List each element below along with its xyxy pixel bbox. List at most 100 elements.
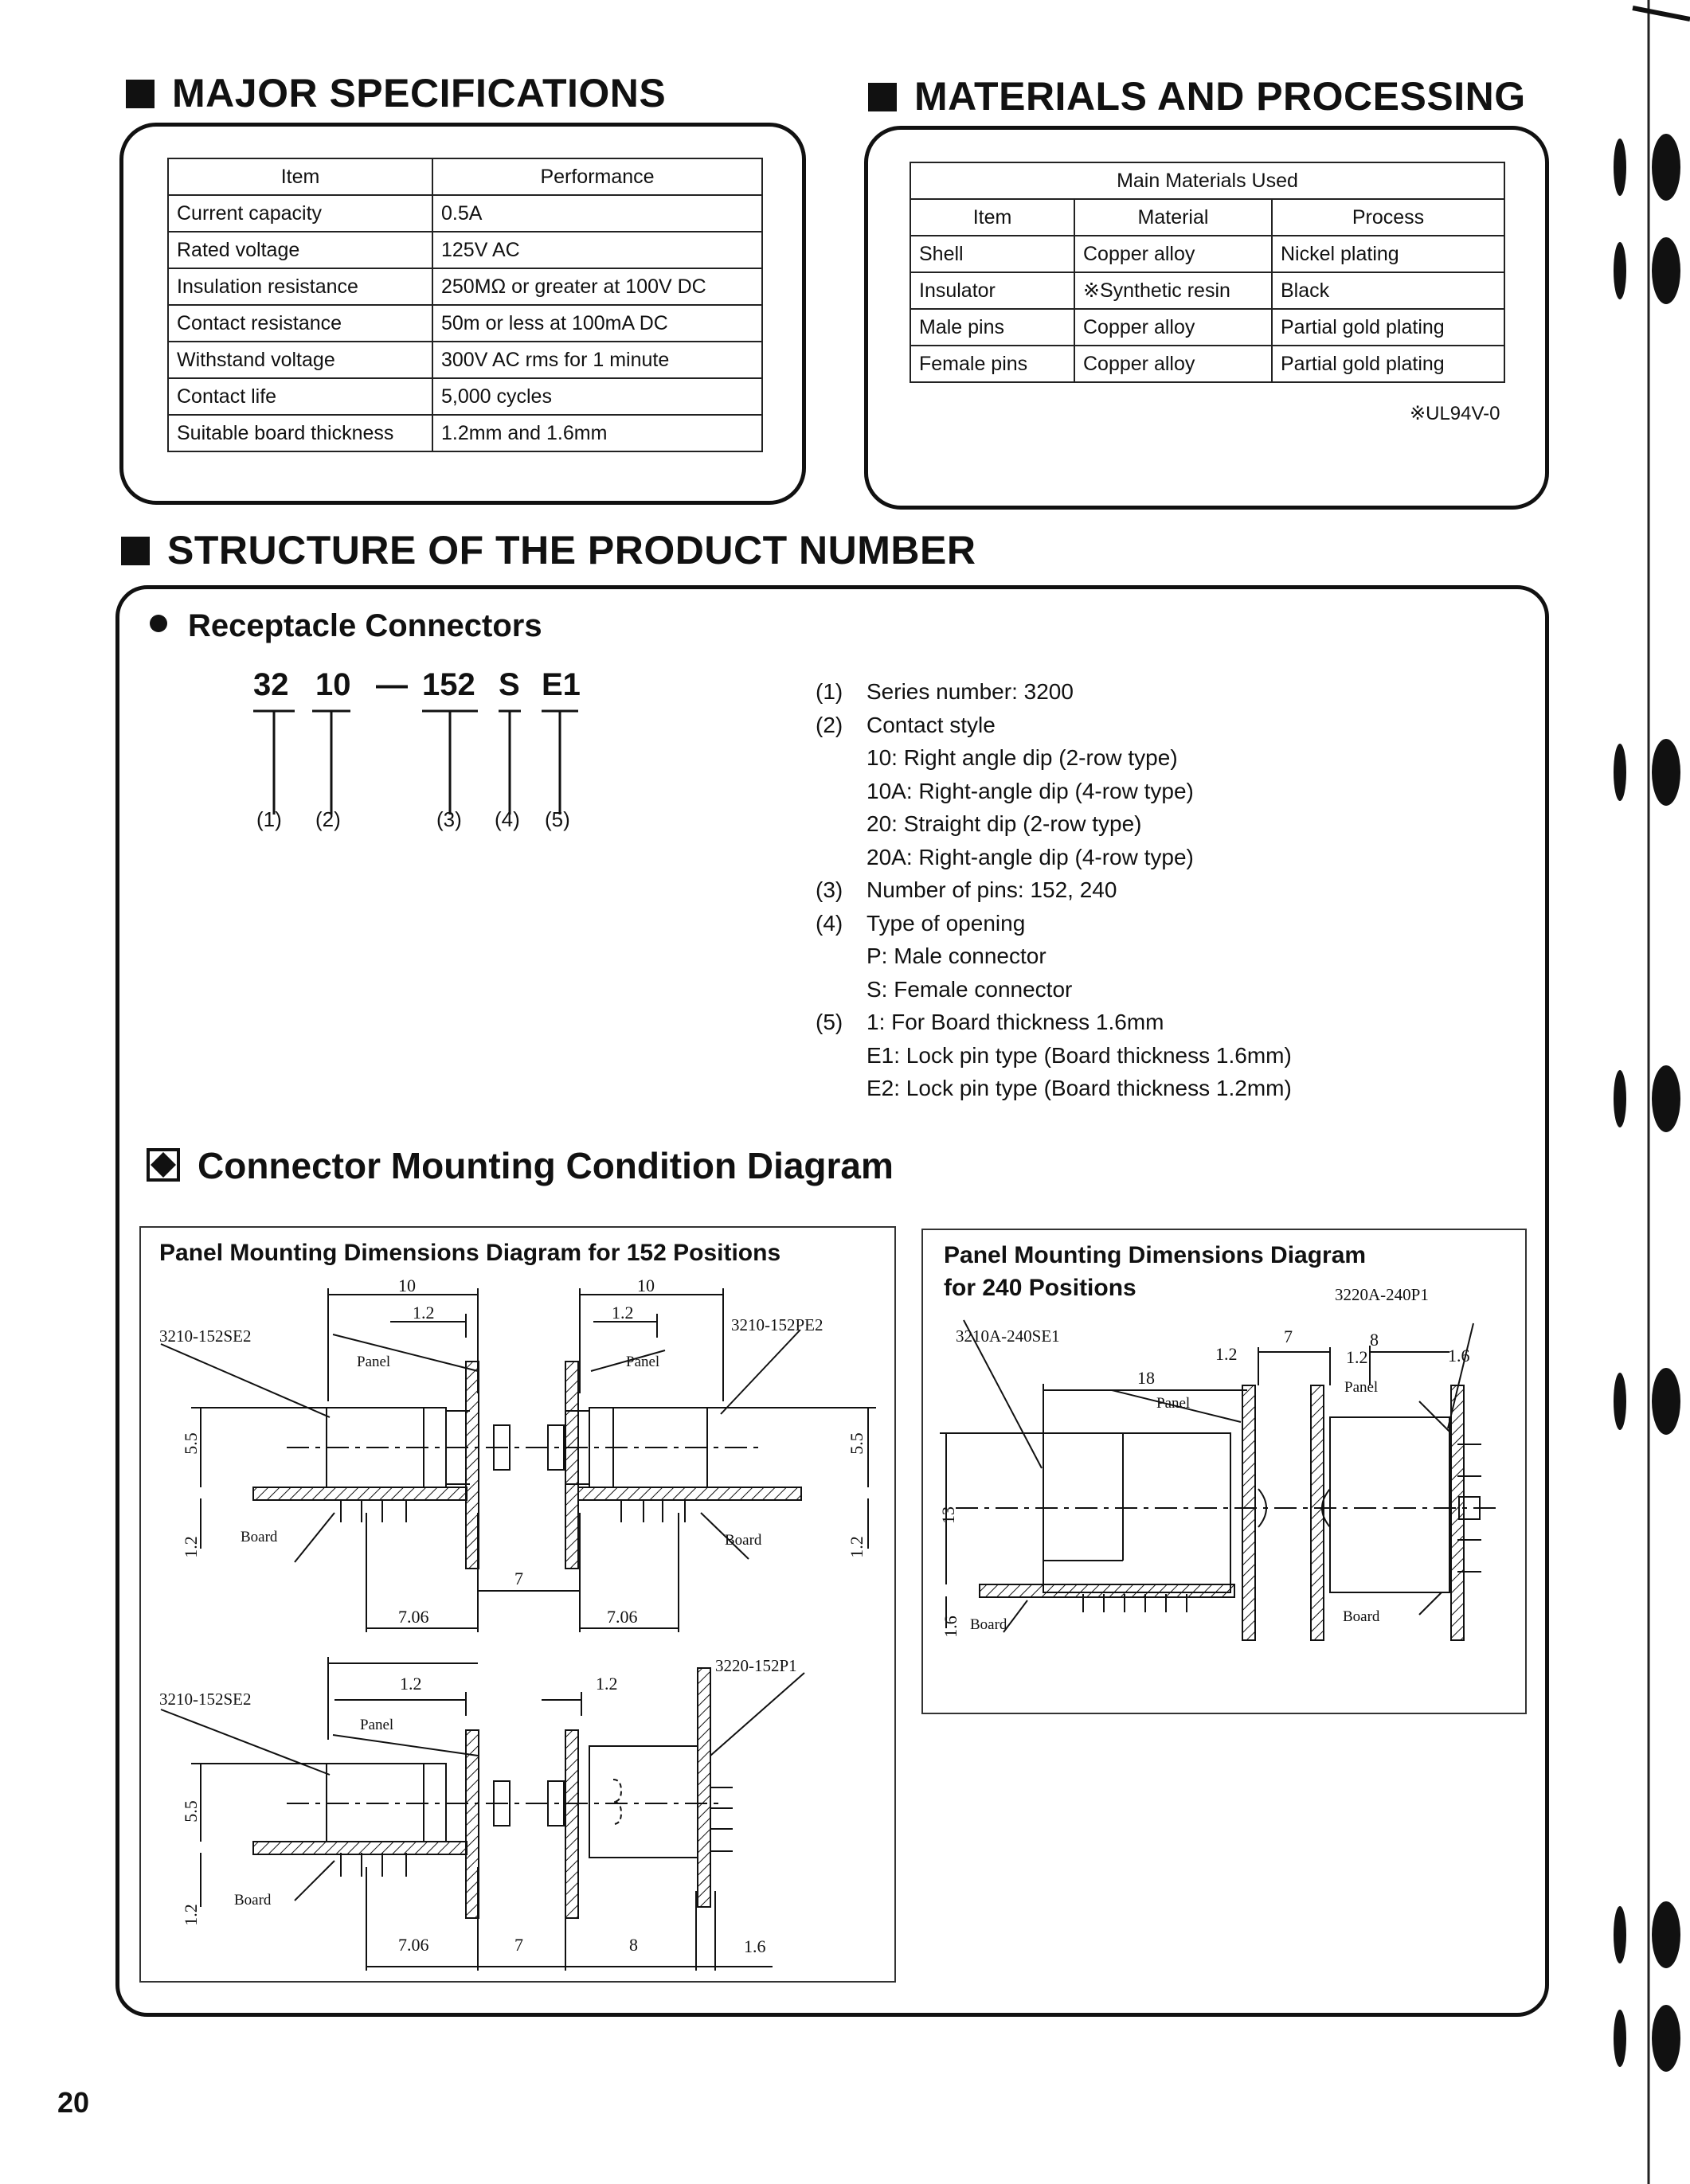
part-label-3210-152SE2: 3210-152SE2 [159,1690,252,1709]
part-label-3220-152P1: 3220-152P1 [715,1656,797,1675]
panel-label: Panel [1344,1379,1379,1396]
dimension-label: 1.2 [596,1674,618,1694]
dimension-label: 7.06 [398,1935,429,1955]
table-header-row: Item Material Process [910,198,1505,236]
index-label: (2) [315,807,341,831]
binder-hole-icon [1652,739,1680,806]
dimension-label: 5.5 [180,1432,201,1455]
product-number-leaders [253,709,578,815]
board-label: Board [241,1529,278,1545]
binder-hole-icon [1652,2005,1680,2072]
structure-box [115,585,1549,2017]
dimension-label: 1.2 [846,1536,867,1558]
diagram-240-title-line2: for 240 Positions [944,1275,1136,1301]
diagram-240-title-line1: Panel Mounting Dimensions Diagram [944,1242,1367,1268]
binder-edge-marks [1614,0,1690,2184]
round-bullet-icon [150,615,167,632]
index-label: (1) [256,807,282,831]
product-number-description: (1)Series number: 3200 (2)Contact style … [816,679,1292,1100]
panel-label: Panel [360,1717,394,1733]
dimension-label: 7.06 [398,1607,429,1627]
section-title-materials: MATERIALS AND PROCESSING [868,73,1526,119]
product-number-part-3: 152 [422,667,475,702]
part-label-3210-152PE2: 3210-152PE2 [731,1315,823,1334]
product-number-part-4: S [499,667,520,702]
dimension-label: 5.5 [846,1432,867,1455]
binder-hole-icon [1652,1901,1680,1968]
board-label: Board [970,1616,1007,1633]
dimension-label: 1.2 [1215,1344,1238,1364]
dimension-label: 8 [1370,1330,1379,1350]
dimension-label: 1.2 [180,1904,201,1926]
product-number-part-2: 10 [315,667,351,702]
dimension-label: 18 [1137,1368,1155,1388]
product-number-dash: — [376,667,408,702]
board-label: Board [1343,1608,1380,1625]
table-caption-row: Main Materials Used [910,162,1505,200]
diagram-240-box [921,1229,1527,1714]
section-title-structure: STRUCTURE OF THE PRODUCT NUMBER [121,527,976,573]
part-label-3210A-240SE1: 3210A-240SE1 [956,1326,1060,1346]
index-label: (5) [545,807,570,831]
dimension-label: 1.6 [940,1616,960,1638]
page-number: 20 [57,2086,90,2119]
binder-hole-icon [1652,1065,1680,1132]
dimension-label: 10 [398,1276,416,1295]
diagram-240-drawing [940,1319,1497,1641]
dimension-label: 1.2 [1346,1347,1368,1367]
board-label: Board [234,1892,272,1909]
major-specs-box [119,123,806,505]
table-header-row: Item Performance [167,158,763,196]
part-label-3220A-240P1: 3220A-240P1 [1335,1285,1429,1304]
dimension-label: 7 [514,1569,523,1588]
square-bullet-icon [868,83,897,111]
dimension-label: 7.06 [607,1607,638,1627]
dimension-label: 1.6 [744,1936,766,1956]
diagram-152-top-drawing [160,1288,876,1632]
dimension-label: 1.2 [612,1303,634,1323]
index-label: (4) [495,807,520,831]
diagram-152-bottom-drawing [160,1657,805,1971]
diagram-152-box [139,1226,896,1983]
dimension-label: 7 [1284,1326,1293,1346]
dimension-label: 1.2 [413,1303,435,1323]
dimension-label: 7 [514,1935,523,1955]
materials-table: Main Materials Used Item Material Proces… [910,162,1505,383]
dimension-label: 10 [637,1276,655,1295]
materials-note: ※UL94V-0 [1410,403,1500,424]
dimension-label: 1.2 [180,1536,201,1558]
diagram-152-title: Panel Mounting Dimensions Diagram for 15… [159,1240,781,1266]
dimension-label: 13 [938,1506,958,1524]
panel-label: Panel [1156,1395,1191,1412]
product-number-part-5: E1 [542,667,581,702]
dimension-label: 1.2 [400,1674,422,1694]
materials-box [864,126,1549,510]
binder-hole-icon [1652,237,1680,304]
product-number-part-1: 32 [253,667,289,702]
dimension-label: 8 [629,1935,638,1955]
part-label-3210-152SE2: 3210-152SE2 [159,1326,252,1346]
panel-label: Panel [357,1354,391,1370]
diamond-in-square-icon [147,1148,180,1182]
binder-hole-icon [1652,1368,1680,1435]
dimension-label: 1.6 [1448,1346,1470,1365]
binder-hole-icon [1652,134,1680,201]
board-label: Board [725,1532,762,1549]
receptacle-subtitle: Receptacle Connectors [150,608,542,644]
dimension-label: 5.5 [180,1800,201,1823]
mounting-subtitle: Connector Mounting Condition Diagram [147,1144,894,1187]
section-title-major-specs: MAJOR SPECIFICATIONS [126,70,666,116]
square-bullet-icon [126,80,155,108]
square-bullet-icon [121,537,150,565]
